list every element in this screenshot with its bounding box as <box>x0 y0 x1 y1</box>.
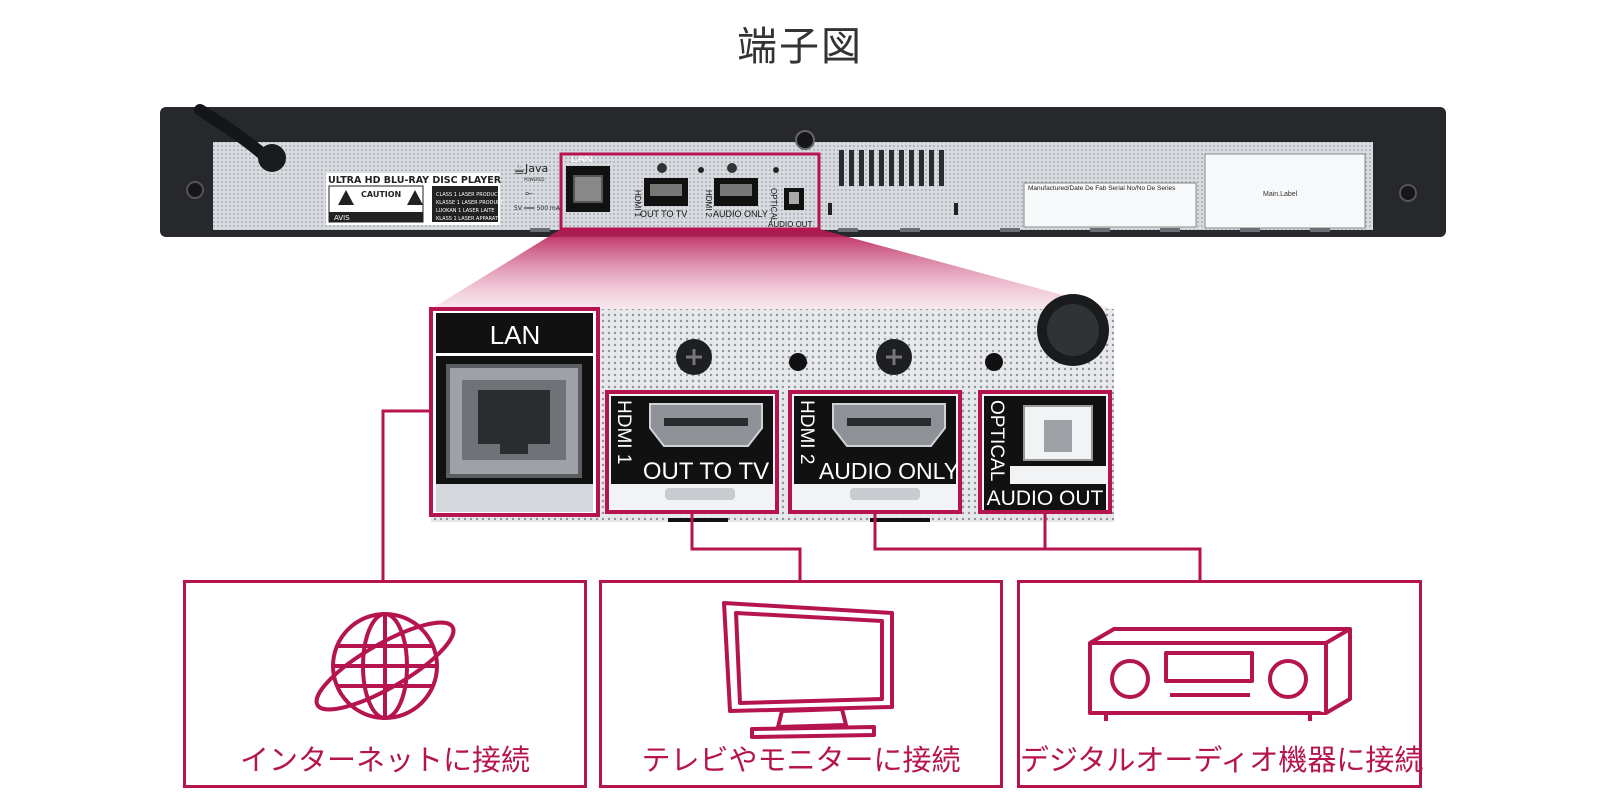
tv-icon <box>722 601 894 739</box>
java-sub-text: POWERED <box>524 177 544 182</box>
connection-tv-label: テレビやモニターに接続 <box>641 743 961 777</box>
globe-icon <box>314 612 456 720</box>
hdmi1-label-zoom: HDMI 1 <box>613 400 634 464</box>
connector-lines <box>381 409 1202 581</box>
model-text: ULTRA HD BLU-RAY DISC PLAYER <box>328 175 502 186</box>
out-to-tv-small: OUT TO TV <box>640 209 687 219</box>
usb-icon: ⟜ <box>525 188 533 199</box>
optical-label-small: OPTICAL <box>769 188 778 223</box>
audio-out-small: AUDIO OUT <box>768 220 813 229</box>
out-to-tv-zoom: OUT TO TV <box>643 458 769 485</box>
page-title: 端子図 <box>737 24 863 70</box>
connection-tv: テレビやモニターに接続 <box>599 580 1003 788</box>
laser-line-2: KLASSE 1 LASER PRODUKT <box>436 200 504 206</box>
hdmi2-label-small: HDMI 2 <box>704 190 713 218</box>
optical-label-zoom: OPTICAL <box>986 400 1007 481</box>
lan-label-zoom: LAN <box>490 320 541 350</box>
connection-internet: インターネットに接続 <box>183 580 587 788</box>
connection-internet-label: インターネットに接続 <box>239 743 530 777</box>
audio-receiver-icon <box>1088 627 1352 721</box>
audio-out-zoom: AUDIO OUT <box>987 487 1104 510</box>
lan-label-small: LAN <box>571 153 592 165</box>
laser-line-3: LUOKAN 1 LASER LAITE <box>436 208 495 214</box>
java-cup-icon: ☕ <box>513 162 526 178</box>
laser-line-1: CLASS 1 LASER PRODUCT <box>436 192 502 198</box>
laser-line-4: KLASS 1 LASER APPARAT <box>436 216 499 222</box>
usb-rating-text: 5V ═══ 500 mA <box>514 205 561 212</box>
mfg-label-text: Manufactured/Date De Fab Serial No/No De… <box>1028 185 1176 192</box>
audio-only-zoom: AUDIO ONLY <box>819 458 959 484</box>
device-rear-panel: ULTRA HD BLU-RAY DISC PLAYER CAUTION AVI… <box>160 104 1446 237</box>
main-label-text: Main.Label <box>1263 191 1298 198</box>
zoom-projection <box>431 229 1114 309</box>
hdmi1-label-small: HDMI 1 <box>633 190 642 218</box>
hdmi2-label-zoom: HDMI 2 <box>796 400 817 464</box>
java-logo-text: Java <box>524 162 548 175</box>
avis-text: AVIS <box>334 214 350 222</box>
zoomed-port-panel: LAN HDMI 1 OUT TO TV HDMI 2 AUDIO ONLY <box>429 294 1114 522</box>
audio-only-small: AUDIO ONLY <box>713 209 768 219</box>
connection-audio: デジタルオーディオ機器に接続 <box>1017 580 1424 788</box>
caution-text: CAUTION <box>361 190 401 199</box>
connection-audio-label: デジタルオーディオ機器に接続 <box>1020 743 1424 777</box>
